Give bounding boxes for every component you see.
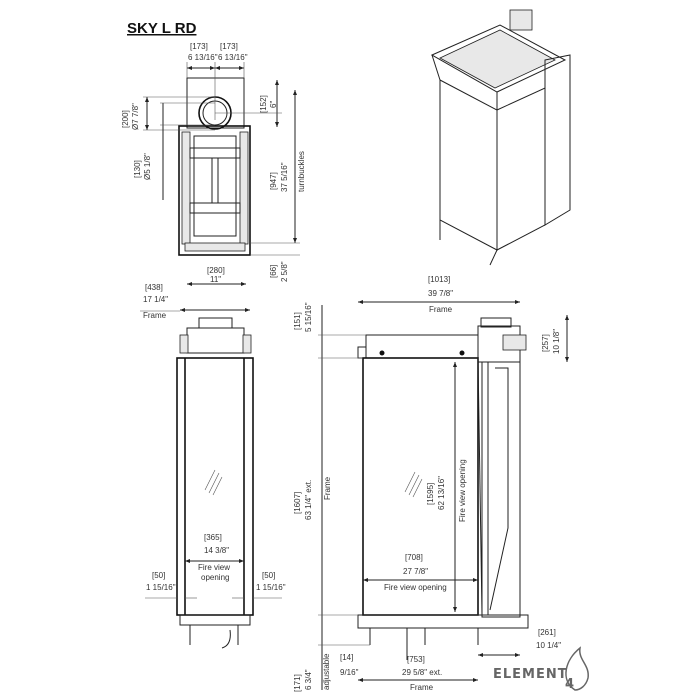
dim-legs-in: 6 3/4" (304, 669, 313, 690)
dim-side-opening-h-in: 62 13/16" (437, 476, 446, 510)
dim-flue-right-mm: [173] (220, 42, 238, 51)
label-side-frame: Frame (429, 305, 453, 314)
dim-front-opening-mm: [365] (204, 533, 222, 542)
dim-flue-inner-mm: [130] (133, 160, 142, 178)
label-fire-view-2: opening (201, 573, 229, 582)
dim-side-opening-w-in: 27 7/8" (403, 567, 428, 576)
dim-base-in: 11" (210, 275, 221, 284)
dim-side-opening-h-mm: [1595] (426, 483, 435, 505)
dim-side-height-in: 63 1/4" ext. (304, 480, 313, 520)
label-frame-w: Frame (410, 683, 434, 692)
dim-front-frame-in: 17 1/4" (143, 295, 168, 304)
drawing-title: SKY L RD (127, 20, 197, 37)
dim-side-width-in: 39 7/8" (428, 289, 453, 298)
dim-side-top-in: 5 15/16" (304, 302, 313, 332)
dim-frame-w-in: 29 5/8" ext. (402, 668, 442, 677)
dim-flue-offset-in: 6" (269, 101, 278, 108)
dim-flue-right-in: 6 13/16" (218, 53, 248, 62)
label-side-height-frame: Frame (323, 476, 332, 500)
dim-depth-mm: [66] (269, 265, 278, 278)
front-view: [438] 17 1/4" Frame [365] 14 3/8" Fire v… (140, 283, 286, 649)
dim-depth-in: 2 5/8" (280, 261, 289, 282)
dim-side-depth-mm: [261] (538, 628, 556, 637)
glass-symbol (404, 471, 423, 498)
dim-flue-left-mm: [173] (190, 42, 208, 51)
dim-side-depth-in: 10 1/4" (536, 641, 561, 650)
dim-front-opening-in: 14 3/8" (204, 546, 229, 555)
dim-turnbuckles-mm: [947] (269, 172, 278, 190)
dim-flue-left-in: 6 13/16" (188, 53, 218, 62)
isometric-view (430, 9, 571, 266)
dim-front-right-mm: [50] (262, 571, 275, 580)
label-side-opening-w: Fire view opening (384, 583, 447, 592)
label-fire-view-1: Fire view (198, 563, 230, 572)
side-view: [1013] 39 7/8" Frame [151] 5 15/16" [160… (293, 275, 569, 692)
dim-side-width-mm: [1013] (428, 275, 450, 284)
label-turnbuckles: turnbuckles (297, 151, 306, 192)
dim-front-frame-mm: [438] (145, 283, 163, 292)
label-adjustable: adjustable (322, 653, 331, 690)
logo-text: ELEMENT (493, 667, 568, 682)
dim-side-flue-mm: [257] (541, 334, 550, 352)
dim-side-opening-w-mm: [708] (405, 553, 423, 562)
dim-offset-in: 9/16" (340, 668, 359, 677)
dim-offset-mm: [14] (340, 653, 353, 662)
dim-base-mm: [280] (207, 266, 225, 275)
dim-side-top-mm: [151] (293, 312, 302, 330)
dim-front-left-mm: [50] (152, 571, 165, 580)
dim-front-right-in: 1 15/16" (256, 583, 286, 592)
flame-icon (565, 646, 589, 691)
dim-front-left-in: 1 15/16" (146, 583, 176, 592)
label-front-frame: Frame (143, 311, 167, 320)
dim-turnbuckles-in: 37 5/16" (280, 162, 289, 192)
element4-logo: ELEMENT 4 (493, 646, 589, 692)
dim-side-flue-in: 10 1/8" (552, 329, 561, 354)
dim-flue-outer-in: Ø7 7/8" (131, 103, 140, 130)
dim-frame-w-mm: [753] (407, 655, 425, 664)
dim-side-height-mm: [1607] (293, 492, 302, 514)
glass-symbol (204, 469, 223, 496)
label-side-opening-h: Fire view opening (458, 459, 467, 522)
dim-flue-inner-in: Ø5 1/8" (143, 153, 152, 180)
dim-flue-outer-mm: [200] (121, 110, 130, 128)
top-view: [173] 6 13/16" [173] 6 13/16" [200] Ø7 7… (121, 42, 306, 286)
dim-legs-mm: [171] (293, 674, 302, 692)
dim-flue-offset-mm: [152] (259, 95, 268, 113)
